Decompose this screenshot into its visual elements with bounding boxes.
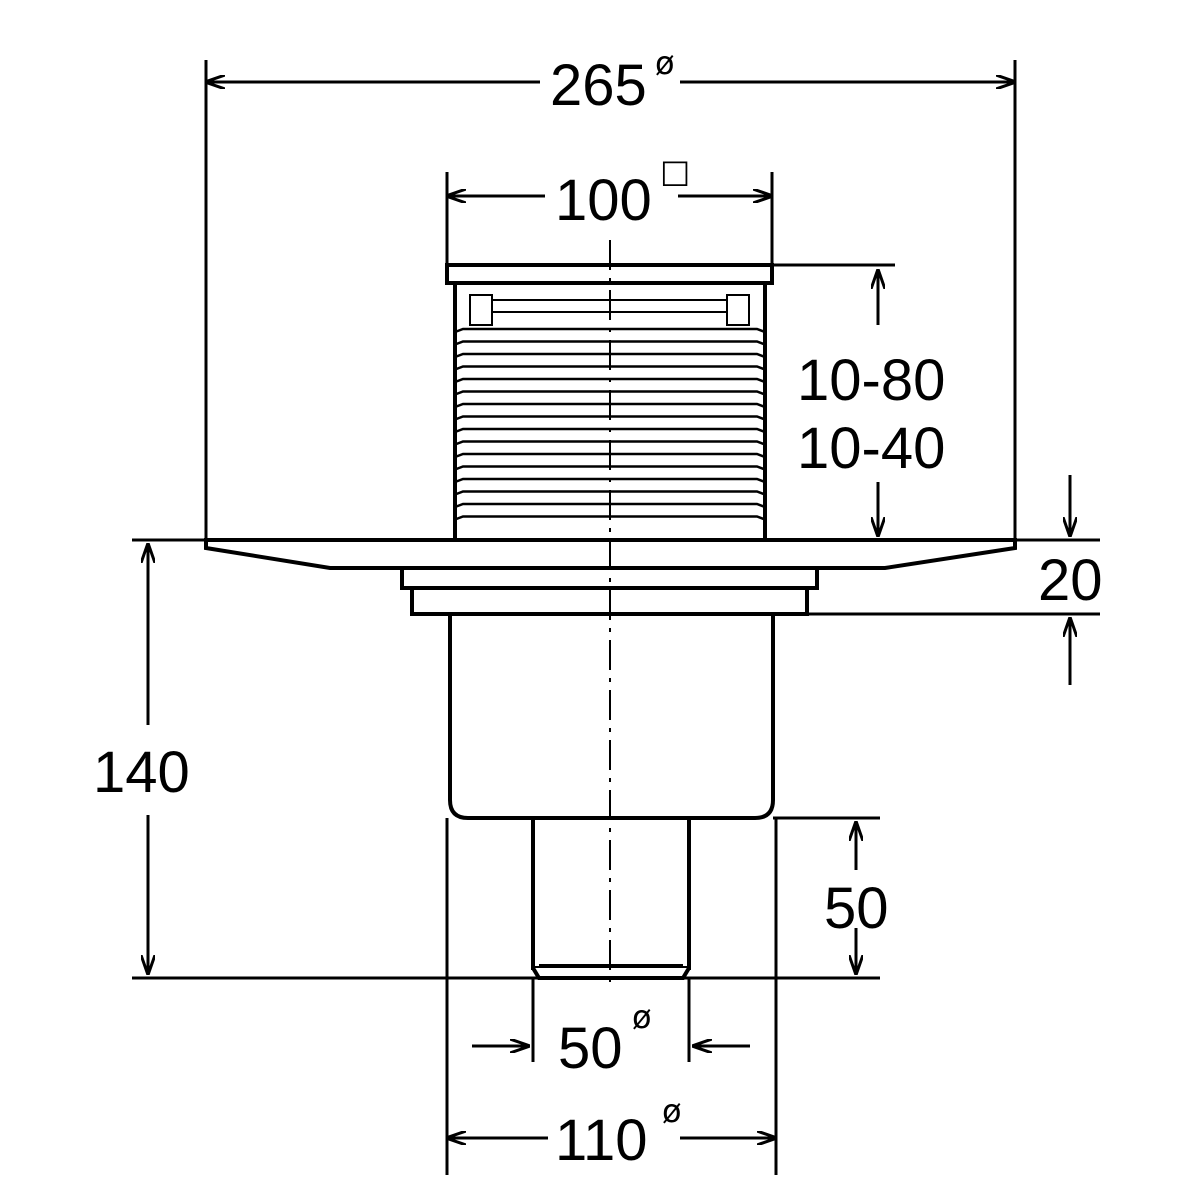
- diameter-symbol: ø: [655, 44, 675, 82]
- dim-110-label: 110: [555, 1108, 647, 1173]
- body-housing: [448, 612, 775, 820]
- dimension-outlet-diameter: 50 ø: [472, 978, 750, 1081]
- dimension-body-diameter: 110 ø: [445, 818, 778, 1175]
- dim-50-length-label: 50: [824, 876, 889, 941]
- dimension-body-height: 140: [93, 538, 880, 980]
- dim-10-80-label: 10-80: [797, 348, 945, 413]
- dimension-extension-height: 10-80 10-40: [772, 263, 945, 536]
- dim-50-diameter-label: 50: [558, 1016, 623, 1081]
- dimension-flange-thickness: 20: [807, 475, 1103, 685]
- dimension-outer-diameter: 265 ø: [204, 44, 1017, 540]
- dim-265-label: 265: [550, 53, 647, 118]
- dim-100-label: 100: [555, 168, 652, 233]
- diameter-symbol: ø: [662, 1092, 682, 1130]
- dimension-grate-size: 100 □: [445, 152, 774, 265]
- dim-20-label: 20: [1038, 548, 1103, 613]
- dim-10-40-label: 10-40: [797, 416, 945, 481]
- dim-140-label: 140: [93, 740, 190, 805]
- dimension-outlet-length: 50: [773, 816, 889, 974]
- square-symbol: □: [660, 152, 690, 190]
- diameter-symbol: ø: [632, 998, 652, 1036]
